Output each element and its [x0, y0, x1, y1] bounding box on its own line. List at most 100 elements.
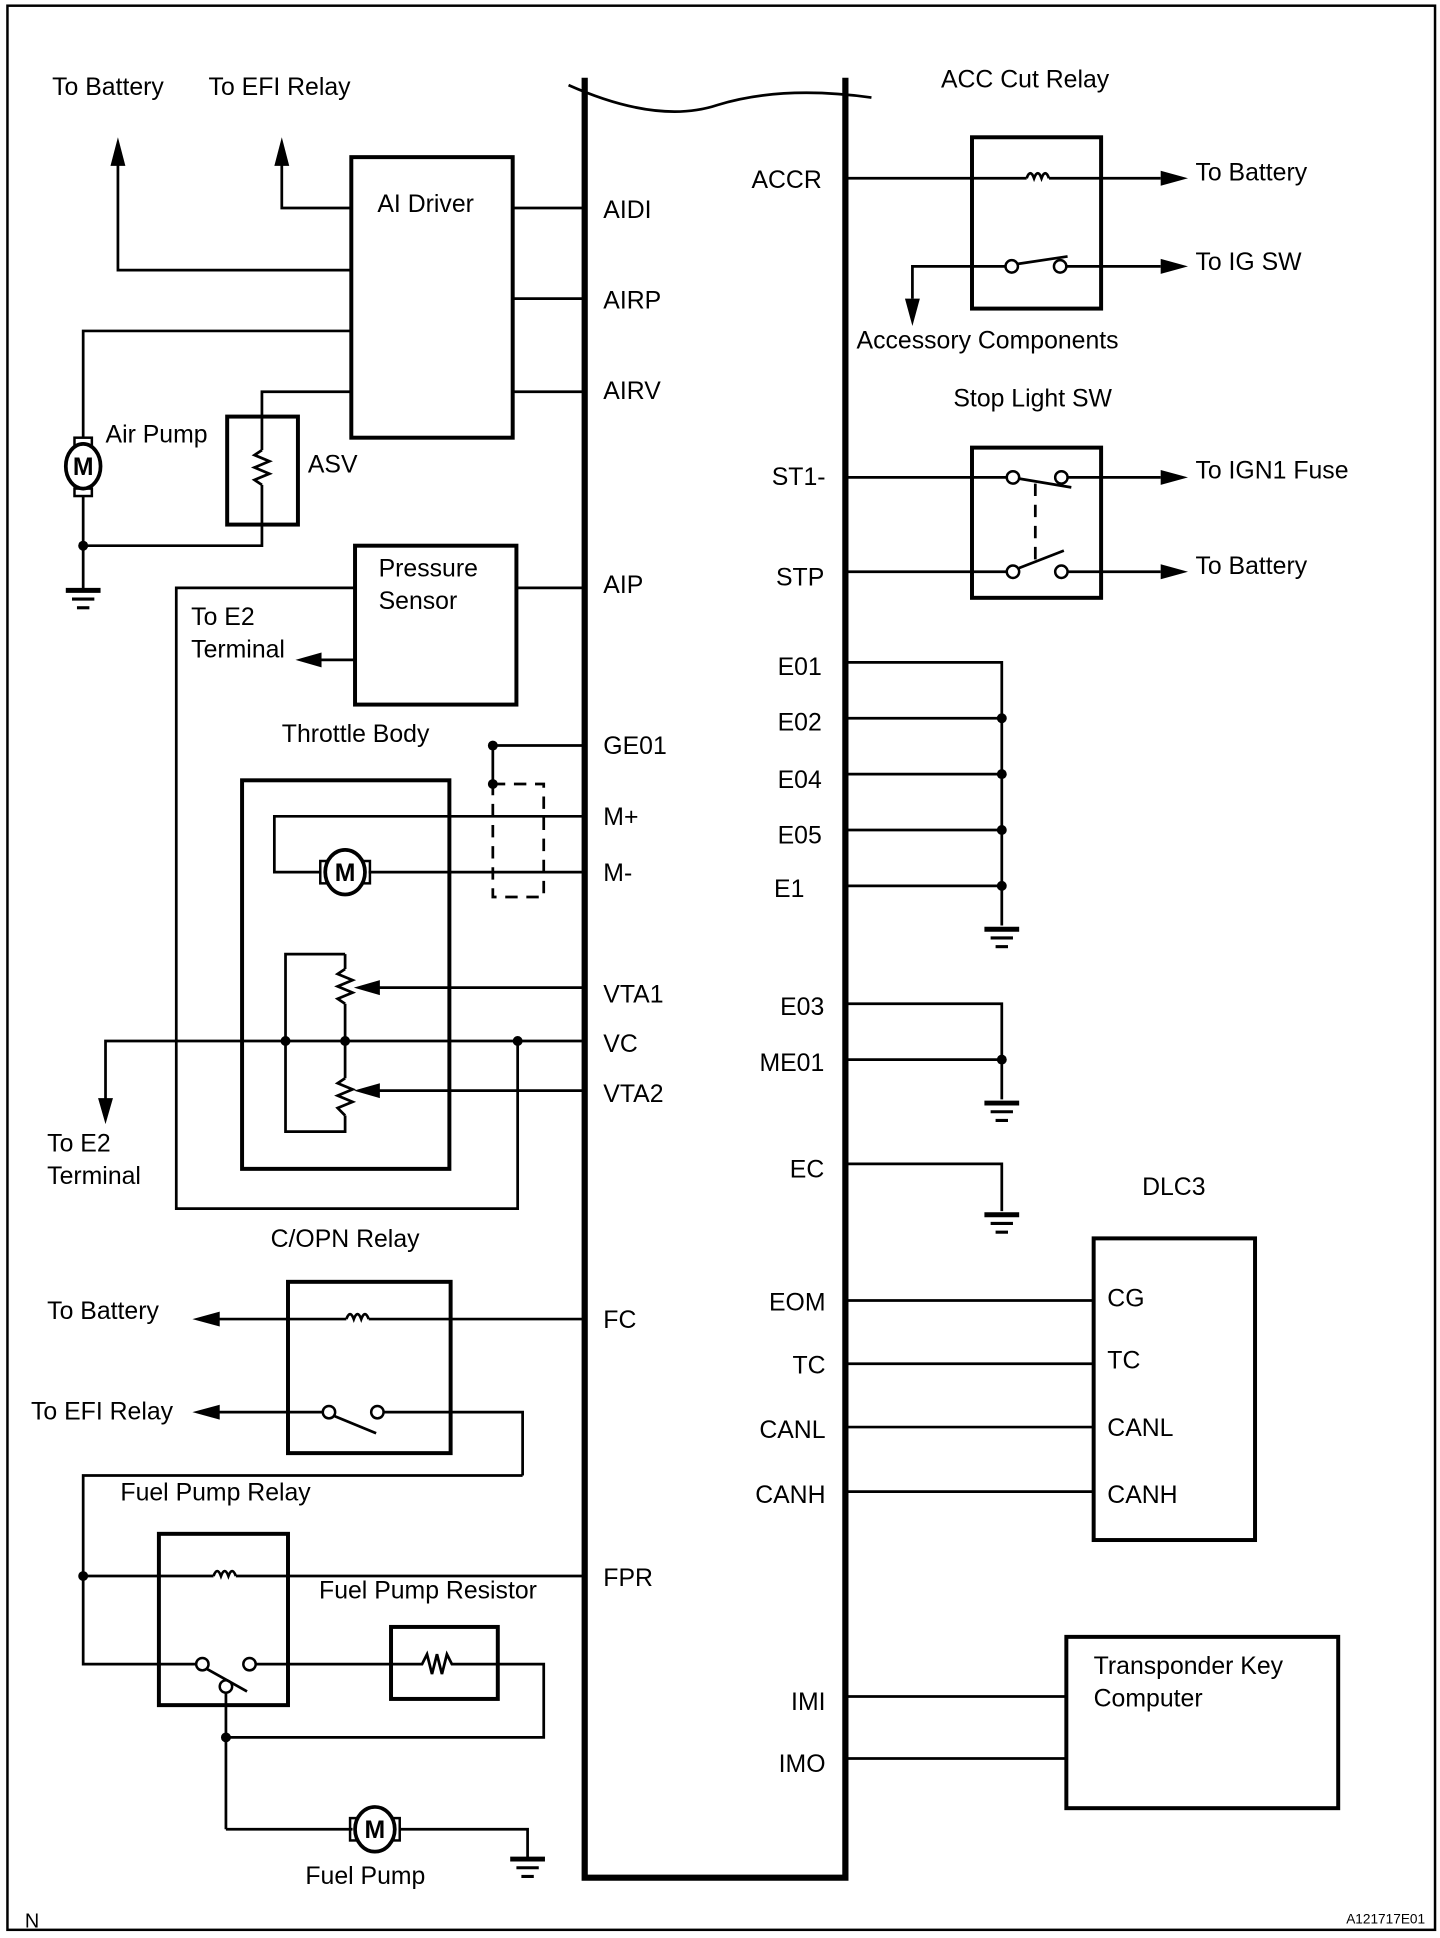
dlc3-group: DLC3 CG TC CANL CANH: [845, 1174, 1258, 1543]
terminal-imi: IMI: [791, 1689, 825, 1716]
terminal-aidi: AIDI: [603, 197, 651, 224]
coil-icon: [1025, 171, 1051, 183]
switch-icon: [1017, 255, 1068, 266]
dlc3-label: DLC3: [1142, 1174, 1205, 1201]
fuel-pump-motor-icon: [353, 1805, 397, 1854]
coil-icon: [345, 1312, 370, 1323]
to-battery-label: To Battery: [1195, 553, 1307, 580]
motor-m: M: [335, 860, 356, 887]
terminal-m-minus: M-: [603, 860, 632, 887]
arrow-up-icon: [274, 137, 290, 166]
stop-light-sw-group: Stop Light SW To IGN1 Fuse To Battery: [845, 386, 1349, 600]
to-efi-relay-label: To EFI Relay: [31, 1399, 174, 1426]
terminal-airv: AIRV: [603, 378, 661, 405]
throttle-body-group: Throttle Body M To E2 Terminal: [47, 721, 585, 1190]
motor-m: M: [365, 1817, 386, 1844]
dlc3-pin-canl: CANL: [1107, 1415, 1173, 1442]
arrow-up-icon: [110, 137, 126, 166]
terminal-e1: E1: [774, 876, 804, 903]
pressure-sensor-label: Pressure: [379, 556, 478, 583]
copn-relay-box: [286, 1279, 453, 1456]
to-e2-label: To E2: [47, 1130, 110, 1157]
stop-light-sw-label: Stop Light SW: [953, 386, 1112, 413]
terminal-fc: FC: [603, 1307, 636, 1334]
to-ign1-fuse-label: To IGN1 Fuse: [1195, 458, 1348, 485]
terminal-e01: E01: [778, 654, 822, 681]
ai-driver-label: AI Driver: [377, 191, 474, 218]
arrow-right-icon: [1160, 258, 1188, 274]
ecu-body: [567, 77, 872, 1881]
potentiometer-icon: [334, 1077, 357, 1117]
shield-dashed: [491, 782, 546, 899]
terminal-fpr: FPR: [603, 1565, 653, 1592]
terminal-vta1: VTA1: [603, 982, 663, 1009]
throttle-body-label: Throttle Body: [282, 721, 430, 748]
corner-mark: N: [25, 1910, 39, 1932]
terminal-airp: AIRP: [603, 288, 661, 315]
transponder-label: Transponder Key: [1094, 1653, 1284, 1680]
throttle-motor-icon: [323, 847, 367, 897]
arrow-right-icon: [1160, 564, 1188, 580]
ecu-left-terminals: AIDI AIRP AIRV AIP GE01 M+ M- VTA1 VC VT…: [603, 197, 666, 1592]
transponder-label: Computer: [1094, 1685, 1203, 1712]
air-pump-label: Air Pump: [106, 422, 208, 449]
arrow-left-icon: [295, 652, 322, 668]
asv-label: ASV: [308, 451, 358, 478]
arrow-down-icon: [98, 1098, 113, 1125]
switch-icon: [333, 1414, 377, 1435]
terminal-vc: VC: [603, 1031, 637, 1058]
pressure-sensor-label: Sensor: [379, 588, 458, 615]
coil-icon: [212, 1569, 238, 1580]
terminal-vta2: VTA2: [603, 1081, 663, 1108]
ai-driver-group: AI Driver To Battery To EFI Relay M Air …: [52, 74, 585, 610]
arrow-left-icon: [353, 1083, 380, 1099]
arrow-right-icon: [1160, 170, 1188, 186]
ground-icon: [984, 926, 1020, 949]
dlc3-box: [1091, 1236, 1258, 1543]
terminal-st1: ST1-: [772, 464, 826, 491]
terminal-e02: E02: [778, 710, 822, 737]
fuel-pump-resistor-label: Fuel Pump Resistor: [319, 1577, 537, 1604]
terminal-aip: AIP: [603, 572, 643, 599]
stop-light-sw-box: [970, 445, 1104, 600]
to-battery-label: To Battery: [52, 74, 164, 101]
ground-bus-2: [845, 1002, 1020, 1122]
terminal-accr: ACCR: [751, 167, 821, 194]
copn-relay-label: C/OPN Relay: [271, 1226, 421, 1253]
dlc3-pin-tc: TC: [1107, 1348, 1140, 1375]
ground-icon: [510, 1856, 545, 1878]
acc-cut-relay-box: [970, 135, 1104, 311]
terminal-ec: EC: [790, 1157, 824, 1184]
arrow-left-icon: [192, 1404, 220, 1420]
to-e2-label: To E2: [191, 604, 254, 631]
fuel-pump-relay-label: Fuel Pump Relay: [120, 1479, 311, 1506]
to-e2-label: Terminal: [191, 636, 285, 663]
terminal-e05: E05: [778, 823, 822, 850]
fuel-pump-label: Fuel Pump: [305, 1863, 425, 1890]
fuel-pump-relay-box: [156, 1531, 290, 1708]
to-e2-label: Terminal: [47, 1163, 141, 1190]
transponder-group: Transponder Key Computer: [845, 1634, 1341, 1811]
terminal-ge01: GE01: [603, 733, 666, 760]
dlc3-pin-canh: CANH: [1107, 1482, 1177, 1509]
to-efi-relay-label: To EFI Relay: [209, 74, 352, 101]
switch-icon: [1018, 477, 1072, 489]
acc-cut-relay-group: ACC Cut Relay To Battery To IG SW Access…: [845, 67, 1308, 354]
potentiometer-icon: [334, 967, 357, 1005]
transponder-box: [1064, 1634, 1341, 1811]
arrow-down-icon: [904, 298, 920, 326]
fuel-pump-relay-group: Fuel Pump Relay Fuel Pump Resistor M Fue…: [78, 1479, 585, 1890]
terminal-tc: TC: [792, 1353, 825, 1380]
diagram-frame: [6, 4, 1437, 1932]
terminal-e03: E03: [780, 994, 824, 1021]
resistor-icon: [250, 448, 273, 486]
ground-icon: [984, 1100, 1020, 1122]
switch-icon: [1018, 549, 1065, 570]
resistor-icon: [391, 1650, 498, 1675]
arrow-right-icon: [1160, 469, 1188, 485]
terminal-stp: STP: [776, 564, 824, 591]
dlc3-pin-cg: CG: [1107, 1286, 1144, 1313]
ground-icon: [984, 1212, 1020, 1234]
pressure-sensor-box: [353, 543, 519, 707]
